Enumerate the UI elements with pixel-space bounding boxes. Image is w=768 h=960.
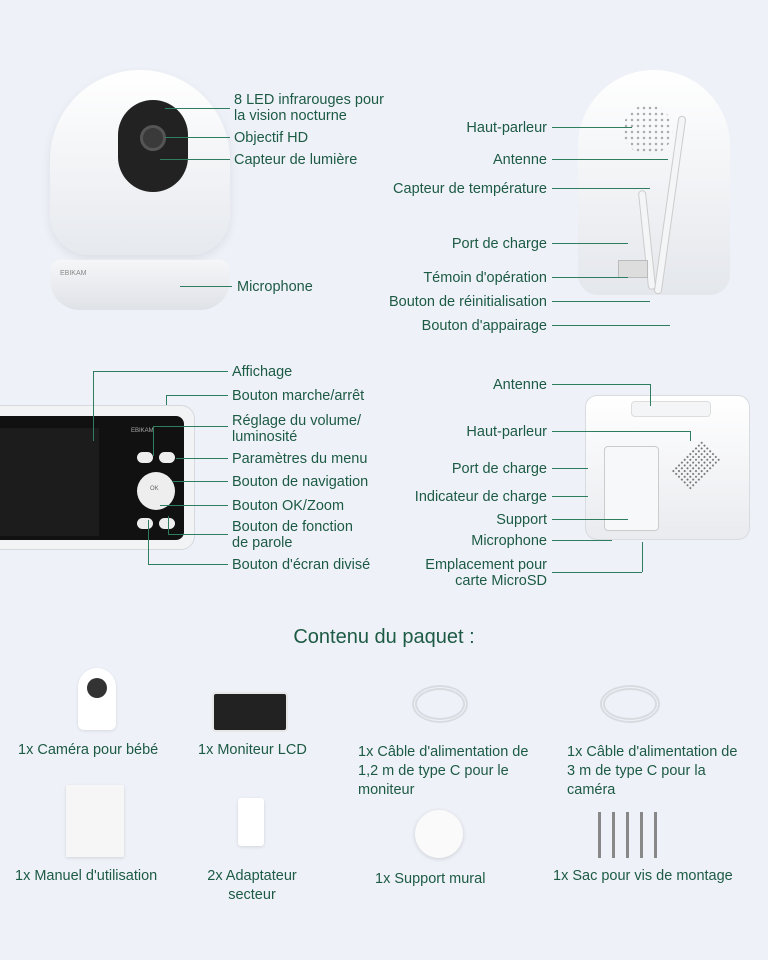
label-light-sensor: Capteur de lumière [234,152,358,168]
ok-button-label: OK [150,486,159,492]
label-charge-port: Port de charge [451,236,547,252]
package-item: 1x Câble d'alimentation de 3 m de type C… [567,744,738,798]
lens-icon [140,125,166,151]
speaker-grille-icon [669,439,723,493]
item-cable-1-image [412,685,468,723]
label-menu-settings: Paramètres du menu [232,451,368,467]
monitor-back-image [585,395,750,540]
package-item: 2x Adaptateur secteur [207,868,297,903]
label-speaker-monitor: Haut-parleur [466,424,547,440]
item-wall-mount-image [415,810,463,858]
item-cable-2-image [600,685,660,723]
speaker-grille-icon [623,105,673,155]
label-charge-port-monitor: Port de charge [451,461,547,477]
package-item: 1x Support mural [375,871,486,887]
label-charge-indicator: Indicateur de charge [414,489,547,505]
item-monitor-image [212,692,288,732]
label-split-screen: Bouton d'écran divisé [232,557,371,573]
label-antenna: Antenne [492,152,547,168]
package-title: Contenu du paquet : [293,626,475,648]
camera-brand-logo: EBIKAM [60,270,87,277]
label-pair-button: Bouton d'appairage [421,318,547,334]
label-sd-slot-2: carte MicroSD [455,573,547,589]
package-item: 1x Manuel d'utilisation [15,868,158,884]
item-manual-image [66,785,124,857]
package-item: 1x Caméra pour bébé [18,742,159,758]
label-ir-led-2: la vision nocturne [234,108,347,124]
label-antenna-monitor: Antenne [492,377,547,393]
package-item: 1x Moniteur LCD [198,742,307,758]
label-talk: Bouton de fonction [232,519,353,535]
label-status-led: Témoin d'opération [423,270,547,286]
label-hd-lens: Objectif HD [234,130,309,146]
label-reset-button: Bouton de réinitialisation [389,294,547,310]
label-navigation: Bouton de navigation [232,474,369,490]
label-temp-sensor: Capteur de température [393,181,547,197]
label-stand: Support [496,512,547,528]
package-item: 1x Câble d'alimentation de 1,2 m de type… [358,744,529,798]
item-camera-image [78,668,116,730]
camera-front-image: EBIKAM [50,70,230,310]
item-screws-image [598,812,664,858]
monitor-brand-logo: EBIKAM [131,428,154,434]
package-item: 1x Sac pour vis de montage [553,868,733,884]
label-power-button: Bouton marche/arrêt [232,388,365,404]
navigation-pad [137,472,175,510]
camera-back-image [578,70,730,300]
label-microphone: Microphone [237,279,313,295]
item-adapter-image [238,798,264,846]
label-ok-zoom: Bouton OK/Zoom [232,498,345,514]
label-display: Affichage [232,364,293,380]
label-speaker: Haut-parleur [466,120,547,136]
label-sd-slot: Emplacement pour [425,557,547,573]
label-talk-2: de parole [232,535,293,551]
screen [0,428,99,536]
label-volume: Réglage du volume/ [232,413,361,429]
label-ir-led: 8 LED infrarouges pour [234,92,384,108]
label-volume-2: luminosité [232,429,298,445]
label-microphone-monitor: Microphone [471,533,547,549]
